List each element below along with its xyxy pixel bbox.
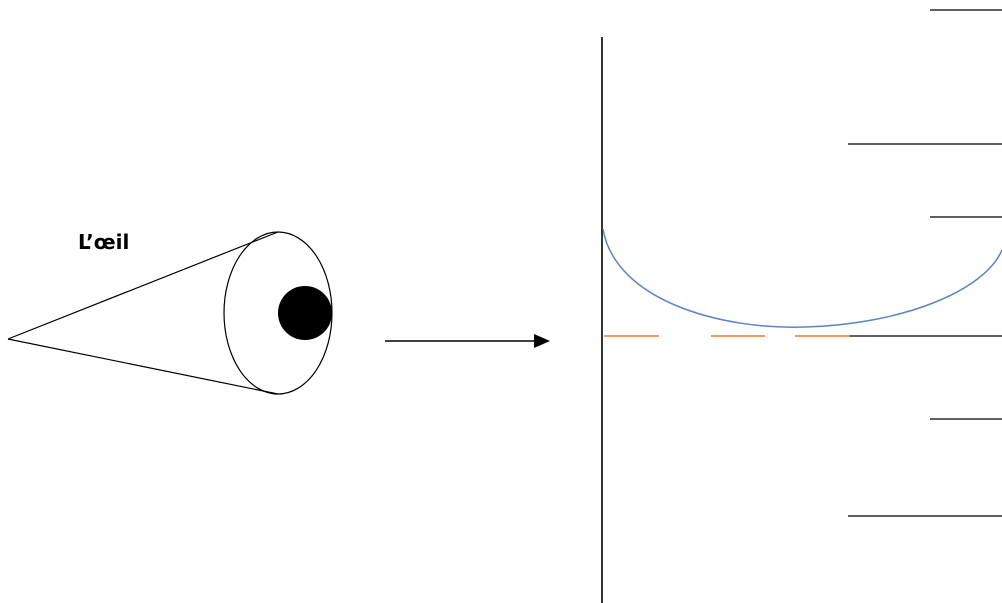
meniscus-curve [602, 228, 1002, 328]
eye-icon [7, 231, 333, 395]
graduation-marks [848, 9, 1002, 517]
eye-cone-upper-edge [7, 231, 279, 340]
eye-cone-lower-edge [7, 338, 279, 395]
line-of-sight-arrow [385, 334, 550, 348]
eye-label: L’œil [78, 230, 129, 254]
arrow-head-icon [534, 334, 550, 348]
eye-pupil [278, 286, 332, 340]
